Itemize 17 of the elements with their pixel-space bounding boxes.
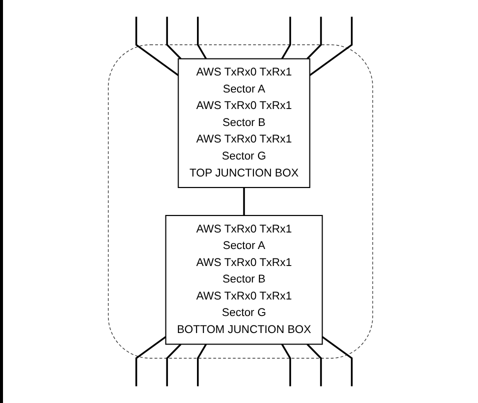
connector <box>306 16 322 60</box>
connector <box>166 16 182 60</box>
connector <box>196 16 207 60</box>
cluster <box>108 44 374 359</box>
connector <box>322 336 353 386</box>
connector <box>309 16 353 76</box>
connector <box>135 336 166 386</box>
network-diagram: AWS TxRx0 TxRx1 Sector A AWS TxRx0 TxRx1 Sector B AWS TxRx0 TxRx1 Sector G TOP JUNCTION BOX AWS TxRx0 TxRx1 Sector A AWS TxRx0 TxRx1 Sector B AWS TxRx0 TxRx1 Sector G BOTTOM JUNCTION BOX <box>3 0 478 403</box>
connector <box>135 16 179 76</box>
connector <box>281 344 292 386</box>
connector <box>281 16 292 60</box>
connector <box>243 188 245 216</box>
connector <box>166 344 182 386</box>
node-box <box>178 58 310 188</box>
node-box <box>165 214 323 345</box>
connector <box>306 344 322 386</box>
connector <box>196 344 207 386</box>
